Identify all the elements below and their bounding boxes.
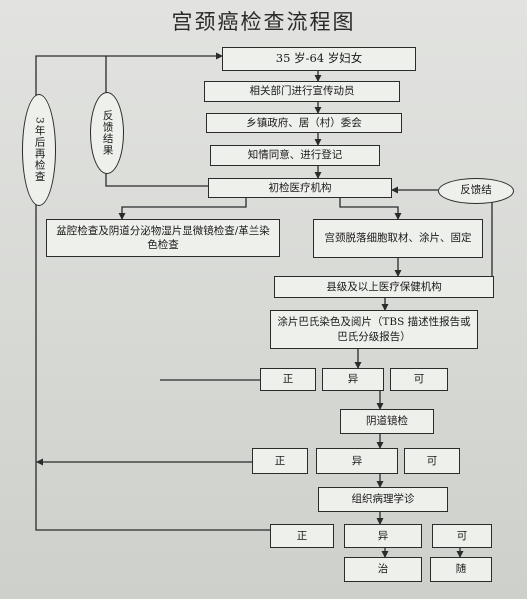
arrow-initial-pelvic xyxy=(118,198,247,220)
oval-feedback-left: 反馈结果 xyxy=(90,92,124,174)
node-r2-suspicious: 可 xyxy=(404,448,460,474)
node-women: 35 岁-64 岁妇女 xyxy=(222,47,416,71)
node-initial: 初检医疗机构 xyxy=(208,178,392,198)
oval-feedback-right: 反馈结 xyxy=(438,178,514,204)
node-county: 县级及以上医疗保健机构 xyxy=(274,276,494,298)
node-r2-abnormal: 异 xyxy=(316,448,398,474)
node-r3-abnormal: 异 xyxy=(344,524,422,548)
node-colposcopy: 阴道镜检 xyxy=(340,409,434,434)
node-pelvic: 盆腔检查及阴道分泌物湿片显微镜检查/革兰染色检查 xyxy=(46,219,280,257)
node-r1-abnormal: 异 xyxy=(322,368,384,391)
node-pathology: 组织病理学诊 xyxy=(318,487,448,512)
node-cytology: 宫颈脱落细胞取材、涂片、固定 xyxy=(313,219,483,258)
node-dept: 相关部门进行宣传动员 xyxy=(204,81,400,102)
oval-recheck-label: 3年后再检查 xyxy=(33,117,46,183)
node-pap: 涂片巴氏染色及阅片（TBS 描述性报告或巴氏分级报告） xyxy=(270,310,478,349)
page-title: 宫颈癌检查流程图 xyxy=(171,10,356,34)
node-treat: 治 xyxy=(344,557,422,582)
arrow-initial-cytology xyxy=(339,198,402,220)
node-follow: 随 xyxy=(430,557,492,582)
node-r3-normal: 正 xyxy=(270,524,334,548)
node-r2-normal: 正 xyxy=(252,448,308,474)
oval-recheck: 3年后再检查 xyxy=(22,94,56,206)
node-r1-suspicious: 可 xyxy=(390,368,448,391)
node-r1-normal: 正 xyxy=(260,368,316,391)
oval-feedback-left-label: 反馈结果 xyxy=(101,110,114,156)
node-gov: 乡镇政府、居（村）委会 xyxy=(206,113,402,133)
node-r3-suspicious: 可 xyxy=(432,524,492,548)
node-consent: 知情同意、进行登记 xyxy=(210,145,380,166)
recheck-loop xyxy=(35,52,270,531)
